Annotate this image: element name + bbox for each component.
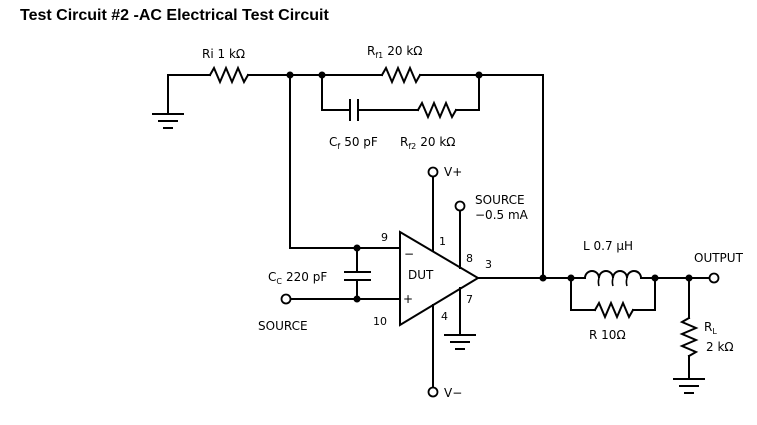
pin-7-label: 7	[466, 293, 473, 306]
source-current-terminal	[454, 200, 466, 212]
pin-4-label: 4	[441, 310, 448, 323]
source-input-terminal	[280, 293, 292, 305]
resistor-ri	[208, 65, 291, 85]
inductor-label: L 0.7 μH	[583, 239, 633, 253]
source-input-label: SOURCE	[258, 319, 308, 333]
opamp-plus-sign: +	[403, 292, 413, 306]
vminus-terminal	[427, 386, 439, 398]
opamp-label: DUT	[408, 268, 434, 282]
vminus-label: V−	[444, 386, 462, 400]
pin-1-label: 1	[439, 235, 446, 248]
ri-label: Ri 1 kΩ	[202, 47, 245, 61]
vplus-label: V+	[444, 165, 462, 179]
output-terminal	[708, 272, 720, 284]
rl-label-symbol: RL	[704, 320, 717, 336]
feedback-network	[289, 65, 544, 279]
pin-3-label: 3	[485, 258, 492, 271]
capacitor-cc	[344, 247, 371, 300]
diagram-title: Test Circuit #2 -AC Electrical Test Circ…	[20, 7, 329, 24]
pin-9-label: 9	[381, 231, 388, 244]
pin-10-label: 10	[373, 315, 387, 328]
rl-label-value: 2 kΩ	[706, 340, 734, 354]
source-current-label-2: −0.5 mA	[475, 208, 529, 222]
opamp-dut	[399, 176, 544, 387]
source-current-label-1: SOURCE	[475, 193, 525, 207]
pin-8-label: 8	[466, 252, 473, 265]
vplus-terminal	[427, 166, 439, 178]
junction-dots	[286, 71, 693, 303]
r-label: R 10Ω	[589, 328, 626, 342]
output-label: OUTPUT	[694, 251, 744, 265]
opamp-minus-sign: −	[404, 247, 414, 261]
left-ground	[152, 74, 211, 129]
output-network	[542, 270, 711, 394]
